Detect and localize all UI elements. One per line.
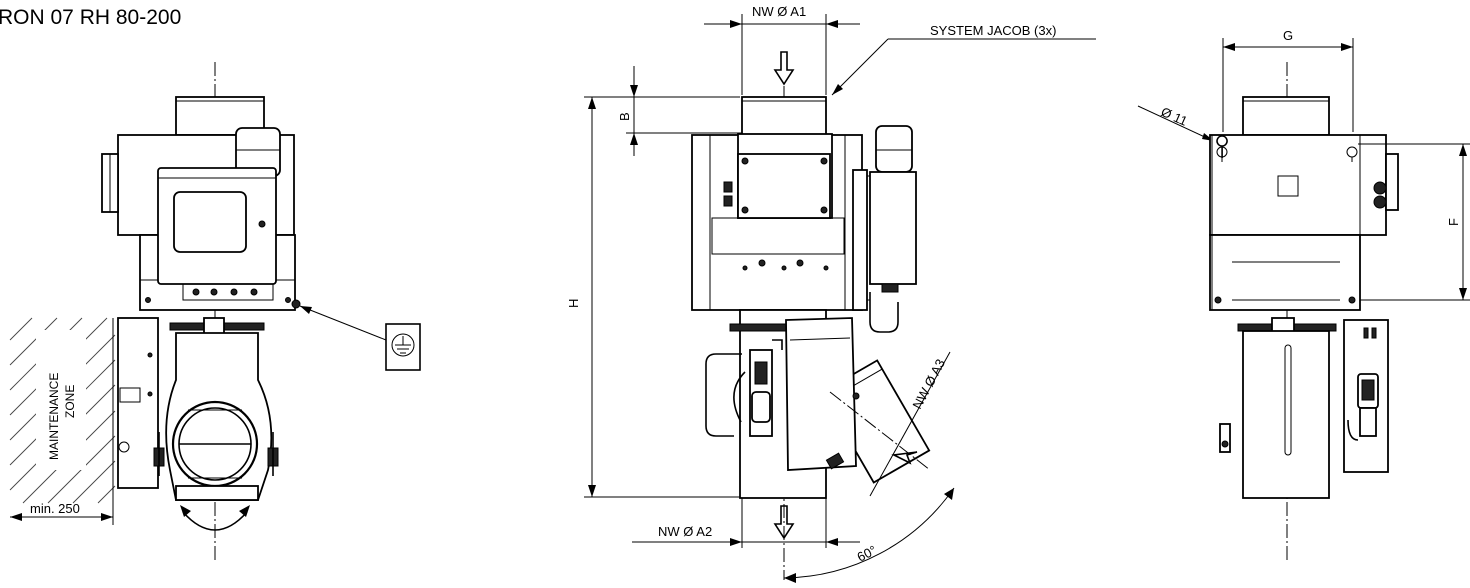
drawing-title: RON 07 RH 80-200 [0, 6, 181, 29]
nw-a2-label: NW Ø A2 [658, 524, 712, 539]
angle-label: 60° [855, 542, 879, 564]
hole-dia-label: Ø 11 [1159, 104, 1190, 129]
nw-a1-label: NW Ø A1 [752, 4, 806, 19]
center-view: NW Ø A1 SYSTEM JACOB (3x) H B [566, 4, 1096, 583]
maintenance-label: MAINTENANCE [47, 373, 61, 460]
flow-arrow-icon [773, 505, 795, 540]
system-jacob-label: SYSTEM JACOB (3x) [930, 23, 1056, 38]
flow-arrow-icon [773, 51, 795, 86]
nw-a3-label: NW Ø A3 [909, 357, 948, 412]
min-clearance-label: min. 250 [30, 501, 80, 516]
dim-g-label: G [1283, 28, 1293, 43]
ground-symbol-icon [385, 323, 421, 371]
dim-b-label: B [617, 112, 632, 121]
dim-h-label: H [566, 299, 581, 308]
zone-label: ZONE [63, 385, 77, 418]
right-view: G Ø 11 F [1137, 28, 1470, 560]
rotation-arrow-icon [182, 511, 248, 531]
dim-f-label: F [1446, 218, 1461, 226]
maintenance-zone: MAINTENANCE ZONE min. 250 [9, 317, 116, 525]
left-view: MAINTENANCE ZONE min. 250 [9, 62, 421, 560]
